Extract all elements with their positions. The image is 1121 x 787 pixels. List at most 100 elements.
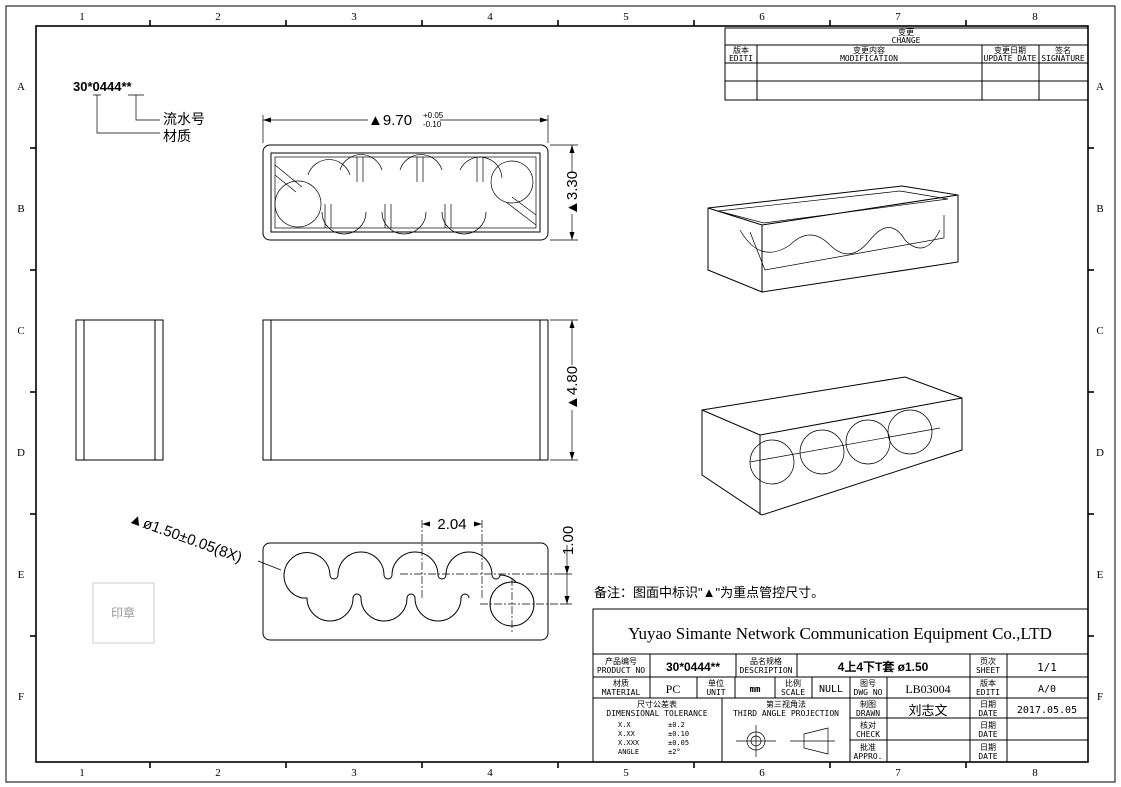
label-en: THIRD ANGLE PROJECTION [733, 709, 839, 718]
drawn-date-value: 2017.05.05 [1017, 705, 1077, 716]
tol-value: ±0.10 [668, 730, 689, 738]
row-labels-right: A B C D E F [1096, 81, 1104, 703]
col-label: 5 [623, 11, 629, 23]
stamp-box: 印章 [92, 582, 155, 644]
column-labels-top: 1 2 3 4 5 6 7 8 [79, 11, 1038, 23]
col-label: 1 [79, 767, 85, 779]
width-dimension: ▲3.30 [564, 171, 581, 215]
scale-value: NULL [819, 684, 843, 695]
pitch-dimension: 2.04 [437, 516, 466, 533]
header-cn: 变更内容 [853, 45, 885, 55]
row-label: E [1097, 569, 1104, 581]
label-en: PRODUCT NO [597, 666, 645, 675]
description-value: 4上4下T套 ø1.50 [838, 659, 929, 674]
front-view: ▲4.80 [262, 319, 581, 461]
label-cn: 版本 [980, 678, 996, 688]
col-label: 8 [1032, 767, 1038, 779]
length-dimension: ▲9.70 [368, 112, 412, 129]
change-title-cn: 变更 [898, 27, 914, 37]
col-label: 3 [351, 11, 357, 23]
length-tolerance-lower: -0.10 [423, 120, 442, 129]
part-code: 30*0444** [73, 79, 132, 94]
outer-border [5, 5, 1116, 783]
label-en: SHEET [976, 666, 1000, 675]
row-label: A [1096, 81, 1104, 93]
col-label: 4 [487, 11, 493, 23]
label-en: DIMENSIONAL TOLERANCE [606, 709, 707, 718]
label-cn: 尺寸公差表 [637, 699, 677, 709]
col-label: 6 [759, 11, 765, 23]
label-cn: 日期 [980, 743, 996, 752]
label-cn: 品名规格 [750, 656, 782, 666]
col-label: 3 [351, 767, 357, 779]
row-label: C [17, 325, 24, 337]
bottom-view: 2.04 1.00 ▲ø1.50±0.05(8X) [127, 510, 577, 641]
material-value: PC [666, 682, 681, 696]
change-title-en: CHANGE [892, 36, 921, 45]
label-en: EDITI [976, 688, 1000, 697]
third-angle-projection-symbol [736, 725, 835, 757]
tol-key: X.X [618, 721, 631, 729]
tol-value: ±0.05 [668, 739, 689, 747]
col-label: 7 [895, 767, 901, 779]
label-cn: 批准 [860, 742, 876, 752]
label-cn: 制图 [860, 699, 876, 709]
material-label: 材质 [163, 128, 191, 144]
stamp-label: 印章 [111, 605, 135, 620]
header-en: UPDATE DATE [984, 54, 1037, 63]
hole-dimension: ▲ø1.50±0.05(8X) [127, 510, 245, 567]
height-dimension: ▲4.80 [564, 366, 581, 410]
label-cn: 比例 [785, 678, 801, 688]
label-cn: 材质 [613, 678, 629, 688]
row-label: A [17, 81, 25, 93]
label-en: SCALE [781, 688, 805, 697]
col-label: 4 [487, 767, 493, 779]
tol-value: ±2° [668, 748, 681, 756]
isometric-view-bottom [701, 376, 963, 516]
label-cn: 图号 [860, 679, 876, 688]
row-label: D [17, 447, 25, 459]
col-label: 6 [759, 767, 765, 779]
col-label: 7 [895, 11, 901, 23]
isometric-view-top [707, 185, 959, 293]
label-en: MATERIAL [602, 688, 641, 697]
header-cn: 版本 [733, 45, 749, 55]
company-name: Yuyao Simante Network Communication Equi… [628, 624, 1052, 643]
header-en: EDITI [729, 54, 753, 63]
label-cn: 日期 [980, 721, 996, 730]
col-label: 8 [1032, 11, 1038, 23]
side-view [75, 319, 164, 461]
tol-key: ANGLE [618, 748, 639, 756]
offset-dimension: 1.00 [560, 526, 577, 555]
tol-value: ±0.2 [668, 721, 685, 729]
label-en: CHECK [856, 730, 880, 739]
row-label: B [17, 203, 24, 215]
label-en: DESCRIPTION [740, 666, 793, 675]
note: 备注：图面中标识"▲"为重点管控尺寸。 [594, 585, 824, 600]
label-en: DATE [978, 709, 997, 718]
row-label: C [1096, 325, 1103, 337]
header-en: MODIFICATION [840, 54, 898, 63]
label-en: DATE [978, 752, 997, 761]
row-label: E [18, 569, 25, 581]
label-en: DWG NO [854, 688, 883, 697]
row-label: F [1097, 691, 1103, 703]
drawn-by-value: 刘志文 [908, 703, 947, 718]
row-label: D [1096, 447, 1104, 459]
row-label: F [18, 691, 24, 703]
tol-key: X.XX [618, 730, 636, 738]
label-cn: 核对 [860, 720, 876, 730]
label-en: UNIT [706, 688, 725, 697]
header-cn: 签名 [1055, 45, 1071, 55]
inner-border [35, 25, 1089, 763]
title-block: Yuyao Simante Network Communication Equi… [592, 608, 1089, 763]
length-tolerance-upper: +0.05 [423, 111, 444, 120]
col-label: 1 [79, 11, 85, 23]
label-cn: 单位 [708, 678, 724, 688]
label-cn: 产品编号 [605, 656, 637, 666]
part-code-annotation: 30*0444** 流水号 材质 [73, 79, 205, 144]
header-cn: 变更日期 [994, 45, 1026, 55]
sheet-value: 1/1 [1037, 661, 1057, 674]
column-labels-bottom: 1 2 3 4 5 6 7 8 [79, 767, 1038, 779]
product-no-value: 30*0444** [666, 660, 720, 674]
